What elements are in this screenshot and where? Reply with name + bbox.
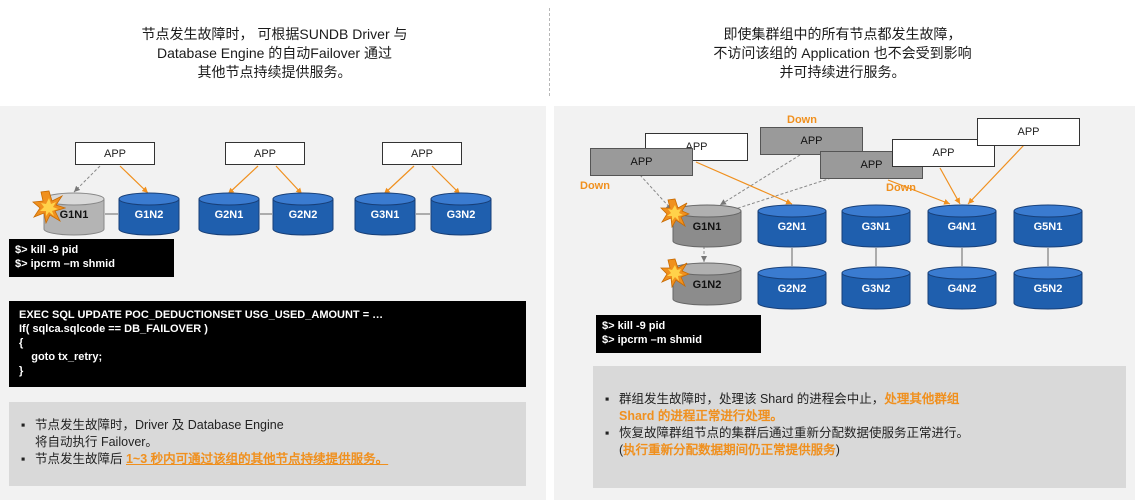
code-line: { (19, 337, 24, 349)
note-text: 恢复故障群组节点的集群后通过重新分配数据使服务正常进行。 (619, 426, 970, 440)
code-line: If( sqlca.sqlcode == DB_FAILOVER ) (19, 323, 208, 335)
right-header-line: 并可持续进行服务。 (779, 63, 906, 80)
failure-burst-icon (32, 190, 66, 224)
bullet: ▪ (21, 452, 26, 466)
db-node: G2N2 (757, 266, 827, 310)
kill-command-terminal: $> kill -9 pid $> ipcrm –m shmid (9, 239, 174, 277)
app-box: APP (75, 142, 155, 165)
terminal-line: $> ipcrm –m shmid (15, 258, 115, 270)
app-box: APP (382, 142, 462, 165)
terminal-line: $> kill -9 pid (602, 320, 666, 332)
note-text: 将自动执行 Failover。 (35, 435, 158, 449)
note-item: ▪ 节点发生故障时，Driver 及 Database Engine 将自动执行… (21, 417, 514, 451)
left-header-line: 其他节点持续提供服务。 (197, 63, 352, 80)
db-node-label: G1N1 (59, 209, 89, 221)
db-node-label: G3N1 (370, 209, 400, 221)
app-box-down: APP (760, 127, 863, 155)
down-label: Down (787, 114, 817, 126)
db-node-label: G3N1 (861, 221, 891, 233)
left-notes: ▪ 节点发生故障时，Driver 及 Database Engine 将自动执行… (9, 402, 526, 486)
db-node: G4N2 (927, 266, 997, 310)
header-divider (549, 8, 550, 96)
terminal-line: $> ipcrm –m shmid (602, 334, 702, 346)
db-node-label: G4N2 (947, 283, 977, 295)
db-node-label: G2N1 (214, 209, 244, 221)
db-node-label: G1N1 (692, 221, 722, 233)
app-box: APP (225, 142, 305, 165)
note-item: ▪ 节点发生故障后 1~3 秒内可通过该组的其他节点持续提供服务。 (21, 451, 514, 468)
note-text: ( (619, 443, 624, 457)
db-node: G5N2 (1013, 266, 1083, 310)
down-label: Down (886, 182, 916, 194)
note-item: ▪ 群组发生故障时，处理该 Shard 的进程会中止，处理其他群组 Shard … (605, 391, 1114, 425)
right-header-line: 即使集群组中的所有节点都发生故障， (723, 25, 962, 42)
db-node: G5N1 (1013, 204, 1083, 248)
code-line: } (19, 365, 24, 377)
note-highlight: 处理其他群组 (884, 392, 960, 406)
right-notes: ▪ 群组发生故障时，处理该 Shard 的进程会中止，处理其他群组 Shard … (593, 366, 1126, 488)
down-label: Down (580, 180, 610, 192)
db-node: G1N2 (118, 192, 180, 236)
failure-burst-icon (660, 198, 690, 228)
note-highlight: Shard 的进程正常进行处理。 (619, 409, 783, 423)
bullet: ▪ (21, 418, 26, 432)
note-text: 群组发生故障时，处理该 Shard 的进程会中止， (619, 392, 885, 406)
note-text: 节点发生故障后 (35, 452, 126, 466)
db-node: G2N1 (198, 192, 260, 236)
db-node-failed: G1N1 (672, 204, 742, 248)
db-node-label: G3N2 (861, 283, 891, 295)
app-box: APP (645, 133, 748, 161)
app-box-down: APP (590, 148, 693, 176)
code-line: EXEC SQL UPDATE POC_DEDUCTIONSET USG_USE… (19, 309, 384, 321)
db-node-label: G2N1 (777, 221, 807, 233)
note-item: ▪ 恢复故障群组节点的集群后通过重新分配数据使服务正常进行。 (执行重新分配数据… (605, 425, 1114, 459)
db-node: G3N2 (430, 192, 492, 236)
left-header-line: 节点发生故障时， 可根据SUNDB Driver 与 (141, 25, 408, 42)
note-text: 节点发生故障时，Driver 及 Database Engine (35, 418, 284, 432)
failover-code-block: EXEC SQL UPDATE POC_DEDUCTIONSET USG_USE… (9, 301, 526, 387)
right-header: 即使集群组中的所有节点都发生故障， 不访问该组的 Application 也不会… (550, 0, 1135, 106)
note-highlight: 执行重新分配数据期间仍正常提供服务 (623, 443, 836, 457)
code-line: goto tx_retry; (19, 351, 103, 363)
db-node-label: G3N2 (446, 209, 476, 221)
failure-burst-icon (660, 258, 690, 288)
db-node-label: G1N2 (134, 209, 164, 221)
db-node-failed: G1N1 (43, 192, 105, 236)
db-node-label: G2N2 (288, 209, 318, 221)
db-node: G3N1 (841, 204, 911, 248)
left-header: 节点发生故障时， 可根据SUNDB Driver 与 Database Engi… (0, 0, 549, 106)
left-header-line: Database Engine 的自动Failover 通过 (156, 44, 392, 61)
note-text: ) (835, 443, 840, 457)
db-node: G3N1 (354, 192, 416, 236)
db-node-label: G5N1 (1033, 221, 1063, 233)
db-node: G2N1 (757, 204, 827, 248)
db-node-label: G2N2 (777, 283, 807, 295)
app-box: APP (977, 118, 1080, 146)
db-node-failed: G1N2 (672, 262, 742, 306)
db-node: G3N2 (841, 266, 911, 310)
db-node-label: G4N1 (947, 221, 977, 233)
terminal-line: $> kill -9 pid (15, 244, 79, 256)
app-box: APP (892, 139, 995, 167)
db-node: G2N2 (272, 192, 334, 236)
note-highlight: 1~3 秒内可通过该组的其他节点持续提供服务。 (125, 452, 389, 466)
bullet: ▪ (605, 426, 610, 440)
bullet: ▪ (605, 392, 610, 406)
db-node-label: G1N2 (692, 279, 722, 291)
right-header-line: 不访问该组的 Application 也不会受到影响 (713, 44, 972, 61)
db-node: G4N1 (927, 204, 997, 248)
kill-command-terminal: $> kill -9 pid $> ipcrm –m shmid (596, 315, 761, 353)
db-node-label: G5N2 (1033, 283, 1063, 295)
